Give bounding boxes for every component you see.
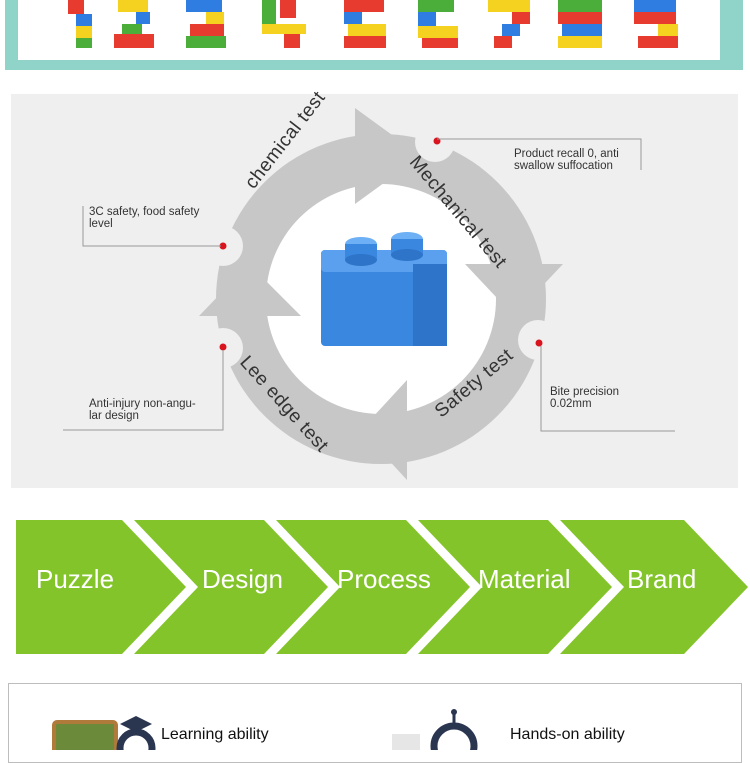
note-3c-safety: 3C safety, food safety level: [89, 206, 200, 230]
arrow-head-left: [199, 264, 301, 316]
learning-ability-icon: [52, 716, 156, 750]
note-anti-injury: Anti-injury non-angu- lar design: [89, 398, 196, 422]
chevron-label-material: Material: [478, 564, 571, 594]
chevron-brand: [560, 520, 748, 654]
marker-dot-bite: [535, 339, 543, 347]
hands-on-ability-label: Hands-on ability: [510, 726, 625, 743]
feature-chevrons: [16, 520, 748, 654]
chevron-label-process: Process: [337, 564, 431, 594]
chevron-material: [418, 520, 612, 654]
brick-digit-7: [488, 0, 530, 48]
brick-digit-1: [68, 0, 92, 48]
brick-digit-5: [344, 0, 386, 48]
marker-dot-injury: [219, 343, 227, 351]
brick-digit-2: [114, 0, 154, 48]
blue-brick-image: [321, 232, 447, 346]
marker-dot-3c: [219, 242, 227, 250]
note-product-recall: Product recall 0, anti swallow suffocati…: [514, 148, 619, 172]
arrow-head-bottom: [361, 380, 407, 480]
arrow-head-top: [355, 108, 421, 204]
cycle-diagram: [63, 108, 675, 480]
chevron-design: [134, 520, 328, 654]
brick-numbers-image: [68, 0, 678, 48]
brick-digit-9: [634, 0, 678, 48]
chevron-label-puzzle: Puzzle: [36, 564, 115, 594]
brick-digit-3: [186, 0, 226, 48]
quality-test-cycle-panel: chemical test Mechanical test Safety tes…: [11, 88, 738, 488]
chevron-process: [276, 520, 470, 654]
brick-digit-4: [262, 0, 306, 48]
chevron-puzzle: [16, 520, 186, 654]
brick-numbers-banner: [18, 0, 720, 60]
chevron-label-brand: Brand: [627, 564, 697, 594]
chevron-label-design: Design: [202, 564, 283, 594]
brick-digit-8: [558, 0, 602, 48]
note-bite-precision: Bite precision 0.02mm: [550, 386, 620, 410]
hands-on-ability-icon: [392, 709, 478, 750]
brick-digit-6: [418, 0, 458, 48]
learning-ability-label: Learning ability: [161, 726, 269, 743]
arrow-head-right: [465, 264, 563, 316]
